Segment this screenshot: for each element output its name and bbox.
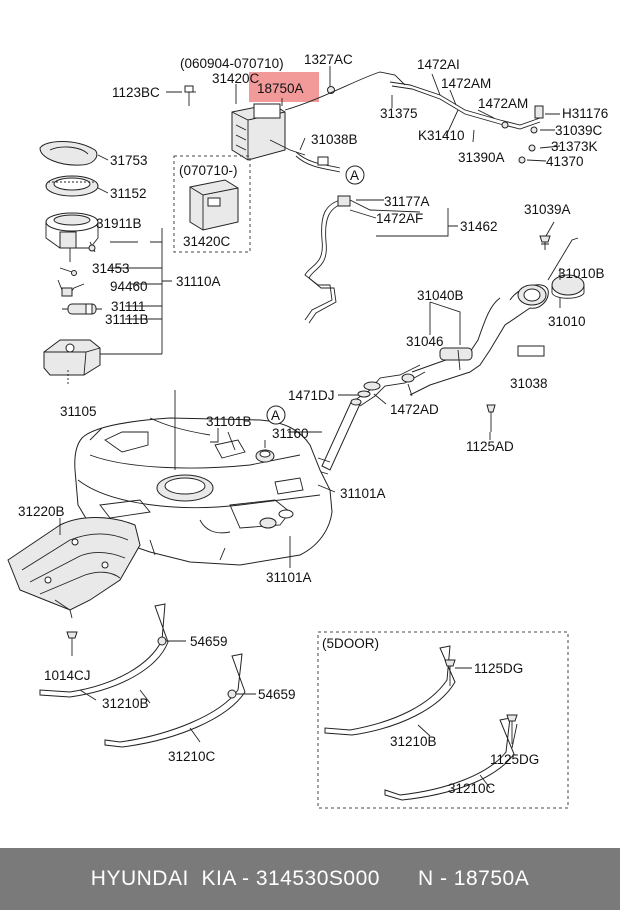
ring-31152 (45, 175, 99, 197)
bolt-1125dg-b (506, 714, 518, 744)
label-k31410: K31410 (418, 128, 465, 143)
label-h31176: H31176 (562, 106, 608, 121)
label-1472ad: 1472AD (390, 402, 439, 417)
label-31375: 31375 (380, 106, 418, 121)
footer-bar: HYUNDAI KIA - 314530S000 N - 18750A (0, 848, 620, 910)
bolt-1125ad (486, 404, 496, 432)
canister-assembly (231, 103, 306, 161)
label-5door: (5DOOR) (322, 636, 379, 651)
label-box-date: (070710-) (179, 163, 238, 178)
label-31462: 31462 (460, 219, 498, 234)
callout-a1: A (350, 168, 359, 183)
label-1471dj: 1471DJ (288, 388, 335, 403)
label-1472am-2: 1472AM (478, 96, 528, 111)
footer-part-number: HYUNDAI KIA - 314530S000 (90, 867, 380, 890)
parts-diagram: (060904-070710) 1327AC 1123BC 31420C 187… (7, 52, 608, 809)
callout-circle-a1 (345, 165, 365, 185)
bolt-1123bc (184, 85, 196, 106)
filler-neck (354, 284, 549, 407)
label-31038b: 31038B (311, 132, 358, 147)
bolt-31039a (539, 235, 551, 250)
strap-31210b (39, 603, 169, 698)
label-1472af: 1472AF (376, 211, 423, 226)
label-31101a-1: 31101A (340, 486, 386, 501)
fuel-tank-31105 (74, 417, 333, 566)
callout-a2: A (271, 408, 280, 423)
label-31040b: 31040B (417, 288, 464, 303)
label-31101a-2: 31101A (266, 570, 312, 585)
label-31420c-top: 31420C (212, 71, 260, 86)
canister-variant (189, 179, 239, 231)
label-94460: 94460 (110, 279, 148, 294)
label-31101b: 31101B (206, 414, 252, 429)
label-31111: 31111 (111, 299, 146, 314)
callout-circle-a2 (266, 405, 286, 425)
label-31420c-box: 31420C (183, 234, 231, 249)
label-54659-2: 54659 (258, 687, 296, 702)
variant-box-070710 (173, 155, 251, 253)
label-date-range: (060904-070710) (180, 56, 284, 71)
filler-pipe-31160 (314, 381, 381, 475)
label-41370: 41370 (546, 154, 584, 169)
label-31039c: 31039C (555, 123, 603, 138)
filter-31111b (43, 339, 101, 385)
label-1123bc: 1123BC (112, 85, 160, 100)
label-31220b: 31220B (18, 504, 65, 519)
bolt-1125dg-a (444, 659, 456, 686)
label-54659-1: 54659 (190, 634, 228, 649)
part-31038 (517, 345, 545, 357)
label-31177a: 31177A (384, 194, 430, 209)
label-31373k: 31373K (551, 139, 598, 154)
label-31453: 31453 (92, 261, 130, 276)
label-1014cj: 1014CJ (44, 668, 91, 683)
bolt-1014cj (66, 631, 78, 656)
label-31160: 31160 (272, 426, 309, 441)
gasket-31753 (39, 141, 98, 166)
label-31210b-1: 31210B (102, 696, 149, 711)
label-31010: 31010 (548, 314, 586, 329)
footer-spacer (380, 867, 418, 891)
label-1472ai: 1472AI (417, 57, 460, 72)
footer-ref-number: N - 18750A (417, 867, 530, 890)
label-1125dg-2: 1125DG (490, 752, 539, 767)
label-31152: 31152 (110, 186, 147, 201)
part-highlight (249, 72, 319, 102)
pump-module-31911b (45, 212, 99, 262)
label-31038: 31038 (510, 376, 548, 391)
label-31046: 31046 (406, 334, 444, 349)
label-1125dg-1: 1125DG (474, 661, 523, 676)
label-1472am-1: 1472AM (441, 76, 491, 91)
label-31390a: 31390A (458, 150, 505, 165)
strap-31210c (104, 653, 246, 748)
label-18750a: 18750A (257, 81, 304, 96)
label-31210c-2: 31210C (448, 781, 496, 796)
label-31210c-1: 31210C (168, 749, 216, 764)
label-31110a: 31110A (176, 274, 221, 289)
label-1327ac: 1327AC (304, 52, 353, 67)
label-1125ad: 1125AD (466, 439, 514, 454)
sender-94460 (57, 279, 85, 297)
label-31210b-2: 31210B (390, 734, 437, 749)
label-31753: 31753 (110, 153, 148, 168)
strap-31210b-5door (324, 645, 456, 736)
heat-shield-31220b (7, 517, 141, 619)
label-31039a: 31039A (524, 202, 571, 217)
strap-31210c-5door (384, 717, 515, 801)
variant-box-5door (317, 631, 569, 809)
label-31105: 31105 (60, 404, 97, 419)
label-31010b: 31010B (558, 266, 605, 281)
pump-31111 (62, 303, 102, 315)
label-31911b: 31911B (96, 216, 142, 231)
label-31111b: 31111B (105, 312, 149, 327)
